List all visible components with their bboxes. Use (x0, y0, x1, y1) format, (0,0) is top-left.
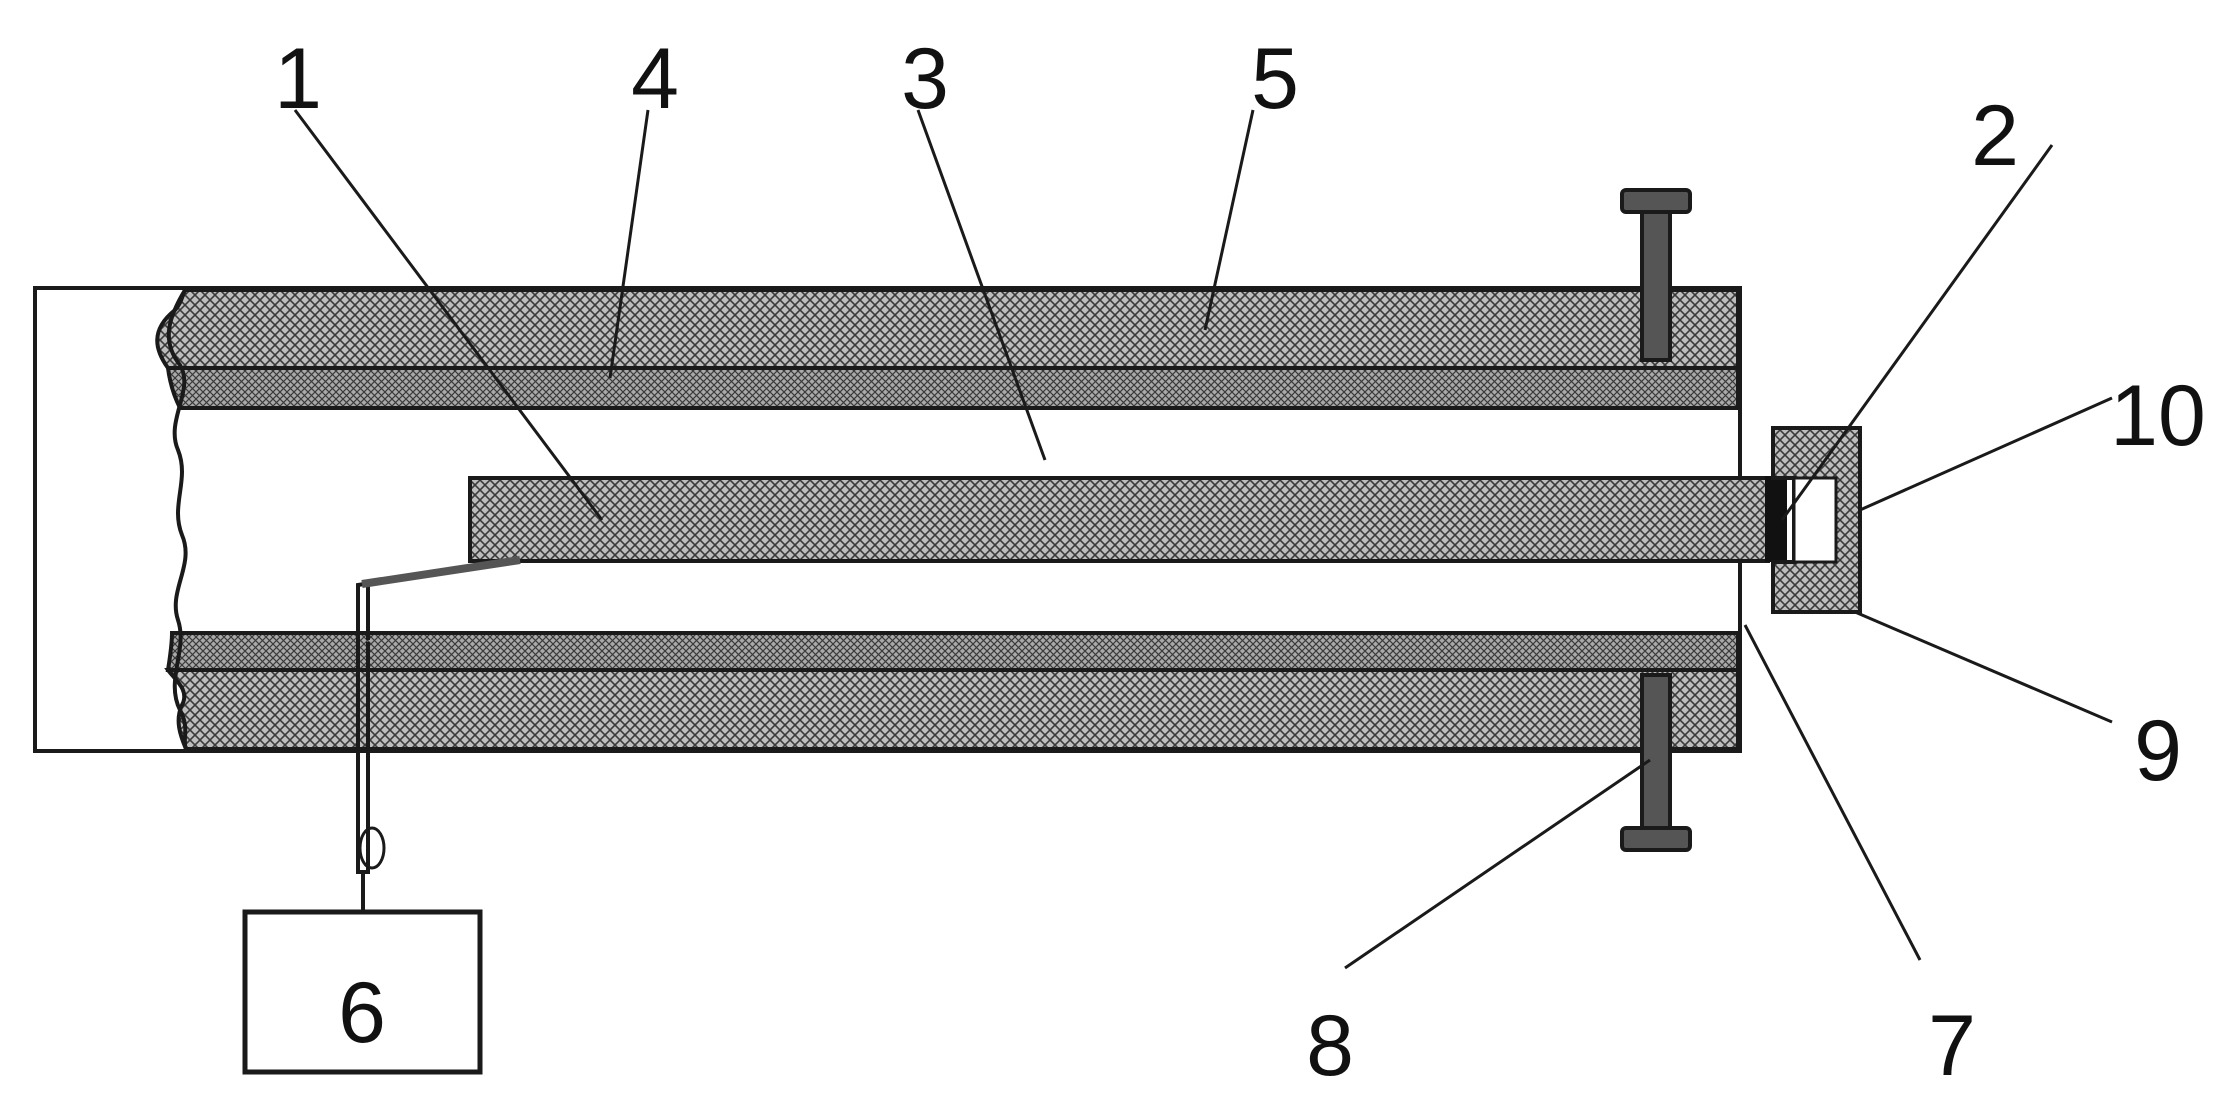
callout-2: 2 (1971, 88, 2019, 184)
top-bolt-shank (1640, 210, 1672, 362)
leader-3 (916, 109, 1047, 461)
callout-7: 7 (1928, 998, 1976, 1094)
bottom-bolt-head (1620, 826, 1692, 852)
callout-1: 1 (274, 31, 322, 127)
callout-9: 9 (2134, 703, 2182, 799)
callout-6: 6 (338, 965, 386, 1061)
callout-4: 4 (631, 31, 679, 127)
rod-end-tip (1765, 476, 1787, 562)
leader-7 (1743, 624, 1922, 961)
break-line (166, 288, 188, 750)
callout-10: 10 (2110, 368, 2206, 464)
wire-loop (358, 826, 386, 870)
connecting-wire (356, 558, 521, 912)
bottom-bolt-shank (1640, 673, 1672, 832)
inner-rod (468, 476, 1770, 563)
top-bolt-head (1620, 188, 1692, 214)
outer-shell-bottom (164, 668, 1740, 751)
leader-8 (1344, 758, 1651, 970)
callout-5: 5 (1251, 31, 1299, 127)
leader-10 (1859, 396, 2113, 512)
leader-9 (1854, 610, 2113, 724)
leader-2 (1780, 144, 2054, 521)
inner-liner-bottom (165, 631, 1740, 672)
leader-1 (293, 109, 604, 521)
outer-shell-top (155, 288, 1740, 370)
leader-4 (608, 109, 650, 379)
end-cap-cavity (1792, 476, 1838, 564)
callout-8: 8 (1306, 998, 1354, 1094)
leader-5 (1203, 109, 1255, 331)
callout-3: 3 (901, 31, 949, 127)
inner-liner-top (165, 366, 1740, 410)
control-box (242, 909, 483, 1075)
wire-entry (361, 556, 521, 588)
